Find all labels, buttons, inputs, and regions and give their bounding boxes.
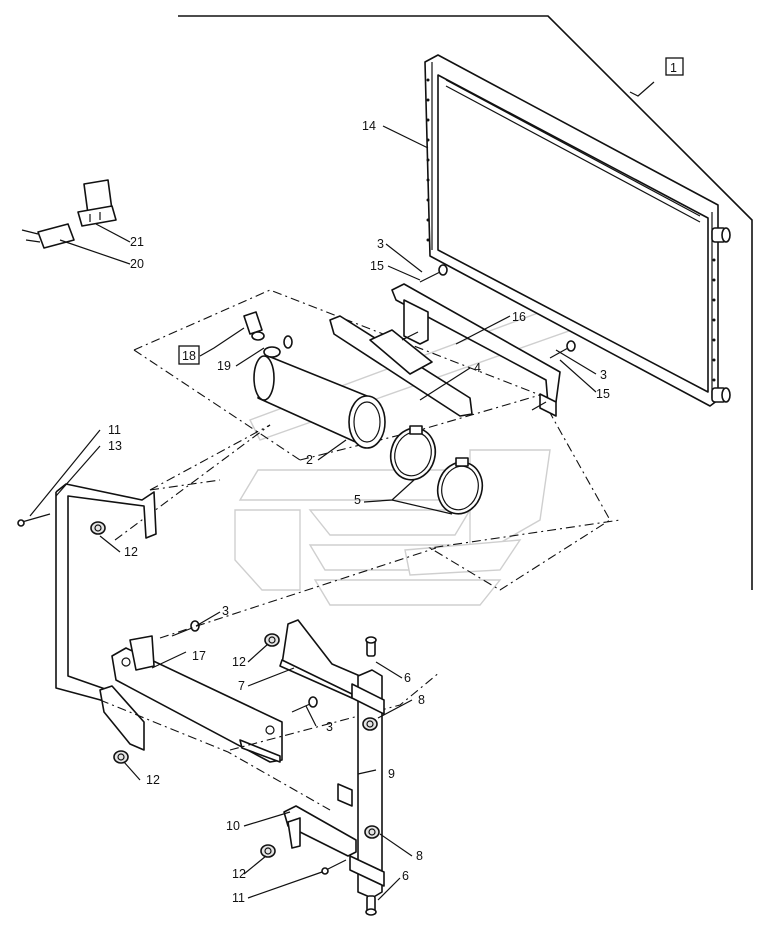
radiator-pipe-top <box>711 227 731 243</box>
vertical-strap <box>337 669 385 899</box>
bolt-screw-a <box>419 264 448 283</box>
callout-15-b: 15 <box>596 387 610 401</box>
screw-11-top <box>17 513 51 527</box>
callout-3-c: 3 <box>222 604 229 618</box>
nut-8-top <box>362 717 378 731</box>
lower-assembly-dash <box>99 547 441 811</box>
drier-group-outline <box>114 289 621 591</box>
bolt-3-beam-top <box>171 620 200 637</box>
drier-bolts <box>401 331 547 411</box>
nut-12-c <box>113 750 129 764</box>
callout-7: 7 <box>238 679 245 693</box>
hose-clamp-a <box>389 425 437 481</box>
callout-19: 19 <box>217 359 231 373</box>
callout-12-b: 12 <box>232 655 246 669</box>
callout-13: 13 <box>108 439 122 453</box>
callout-11-a: 11 <box>108 423 121 437</box>
callout-12-c: 12 <box>146 773 160 787</box>
hose-clamp-b <box>436 457 484 515</box>
callout-8-a: 8 <box>418 693 425 707</box>
callout-6-b: 6 <box>402 869 409 883</box>
nut-12-d <box>260 844 276 858</box>
cross-beam <box>111 635 283 763</box>
mounting-bracket-lower <box>283 805 357 857</box>
pressure-switch <box>243 311 265 341</box>
callout-17: 17 <box>192 649 206 663</box>
callout-10: 10 <box>226 819 240 833</box>
callout-box-1 <box>665 57 684 76</box>
drier-bracket-plate <box>329 315 473 417</box>
nut-8-bottom <box>364 825 380 839</box>
callout-12-a: 12 <box>124 545 138 559</box>
callout-labels: 1 14 21 20 3 15 16 3 15 18 19 4 2 5 11 1… <box>108 57 684 905</box>
drier-fitting <box>263 335 293 358</box>
callout-18: 18 <box>182 349 196 363</box>
callout-1: 1 <box>670 61 677 75</box>
callout-8-b: 8 <box>416 849 423 863</box>
bolt-6-bottom <box>365 895 377 916</box>
callout-3-d: 3 <box>326 720 333 734</box>
callout-3-b: 3 <box>600 368 607 382</box>
screw-11-bottom <box>321 859 347 875</box>
leader-lines <box>29 81 655 901</box>
callout-box-18 <box>178 345 200 365</box>
callout-16: 16 <box>512 310 526 324</box>
callout-21: 21 <box>130 235 144 249</box>
callout-2: 2 <box>306 453 313 467</box>
connector-plug <box>21 223 75 249</box>
callout-9: 9 <box>388 767 395 781</box>
callout-6-a: 6 <box>404 671 411 685</box>
callout-14: 14 <box>362 119 376 133</box>
callout-5: 5 <box>354 493 361 507</box>
nut-12-b <box>264 633 280 647</box>
support-bracket <box>391 283 561 417</box>
bolt-3-beam-bottom <box>291 696 318 713</box>
callout-15-a: 15 <box>370 259 384 273</box>
bolt-6-top <box>365 636 377 657</box>
receiver-drier <box>253 355 386 449</box>
assembly-frame-line <box>178 15 753 590</box>
radiator-pipe-bottom <box>711 387 731 403</box>
relay <box>77 179 117 227</box>
radiator <box>424 54 731 407</box>
callout-20: 20 <box>130 257 144 271</box>
nut-12-a <box>90 521 106 535</box>
callout-11-b: 11 <box>232 891 245 905</box>
callout-12-d: 12 <box>232 867 246 881</box>
bolt-screw-b <box>549 340 576 359</box>
side-frame-bracket <box>55 483 157 751</box>
callout-3-a: 3 <box>377 237 384 251</box>
callout-4: 4 <box>474 361 481 375</box>
radiator-bolt-holes-left <box>426 78 430 242</box>
